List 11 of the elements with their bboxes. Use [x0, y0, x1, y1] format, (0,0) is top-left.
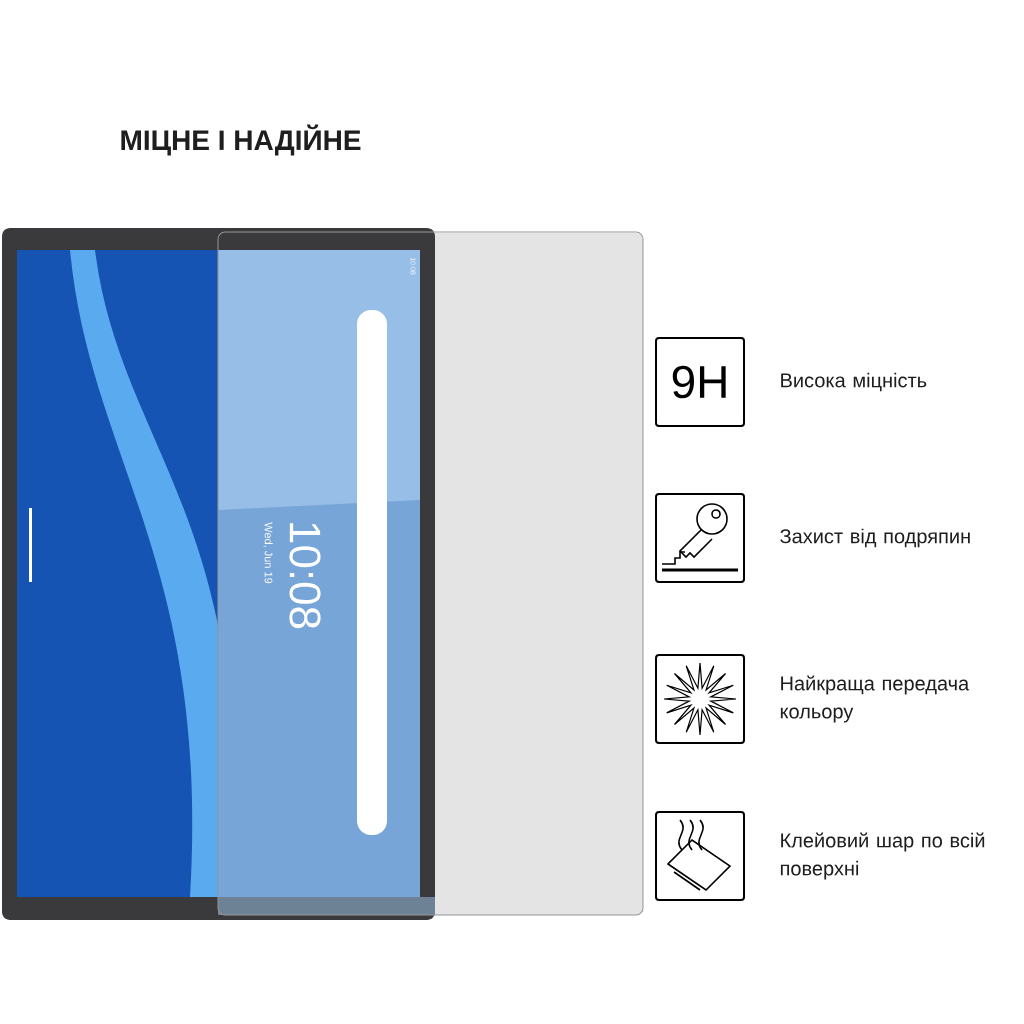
icon-box	[655, 654, 745, 744]
feature-text: Захист від подряпин	[780, 528, 970, 548]
hardness-box: 9H	[655, 337, 745, 427]
clock-time: 10:08	[289, 523, 321, 629]
feature-text: Найкраща передача кольору	[780, 675, 970, 723]
title: МІЦНЕ І НАДІЙНЕ	[121, 124, 361, 156]
feature-text: Клейовий шар по всій поверхні	[780, 832, 985, 880]
icon-box	[655, 811, 745, 901]
feature-text: Висока міцність	[781, 372, 927, 392]
icon-box	[655, 493, 745, 583]
date-text: Wed, Jun 19	[263, 522, 273, 584]
